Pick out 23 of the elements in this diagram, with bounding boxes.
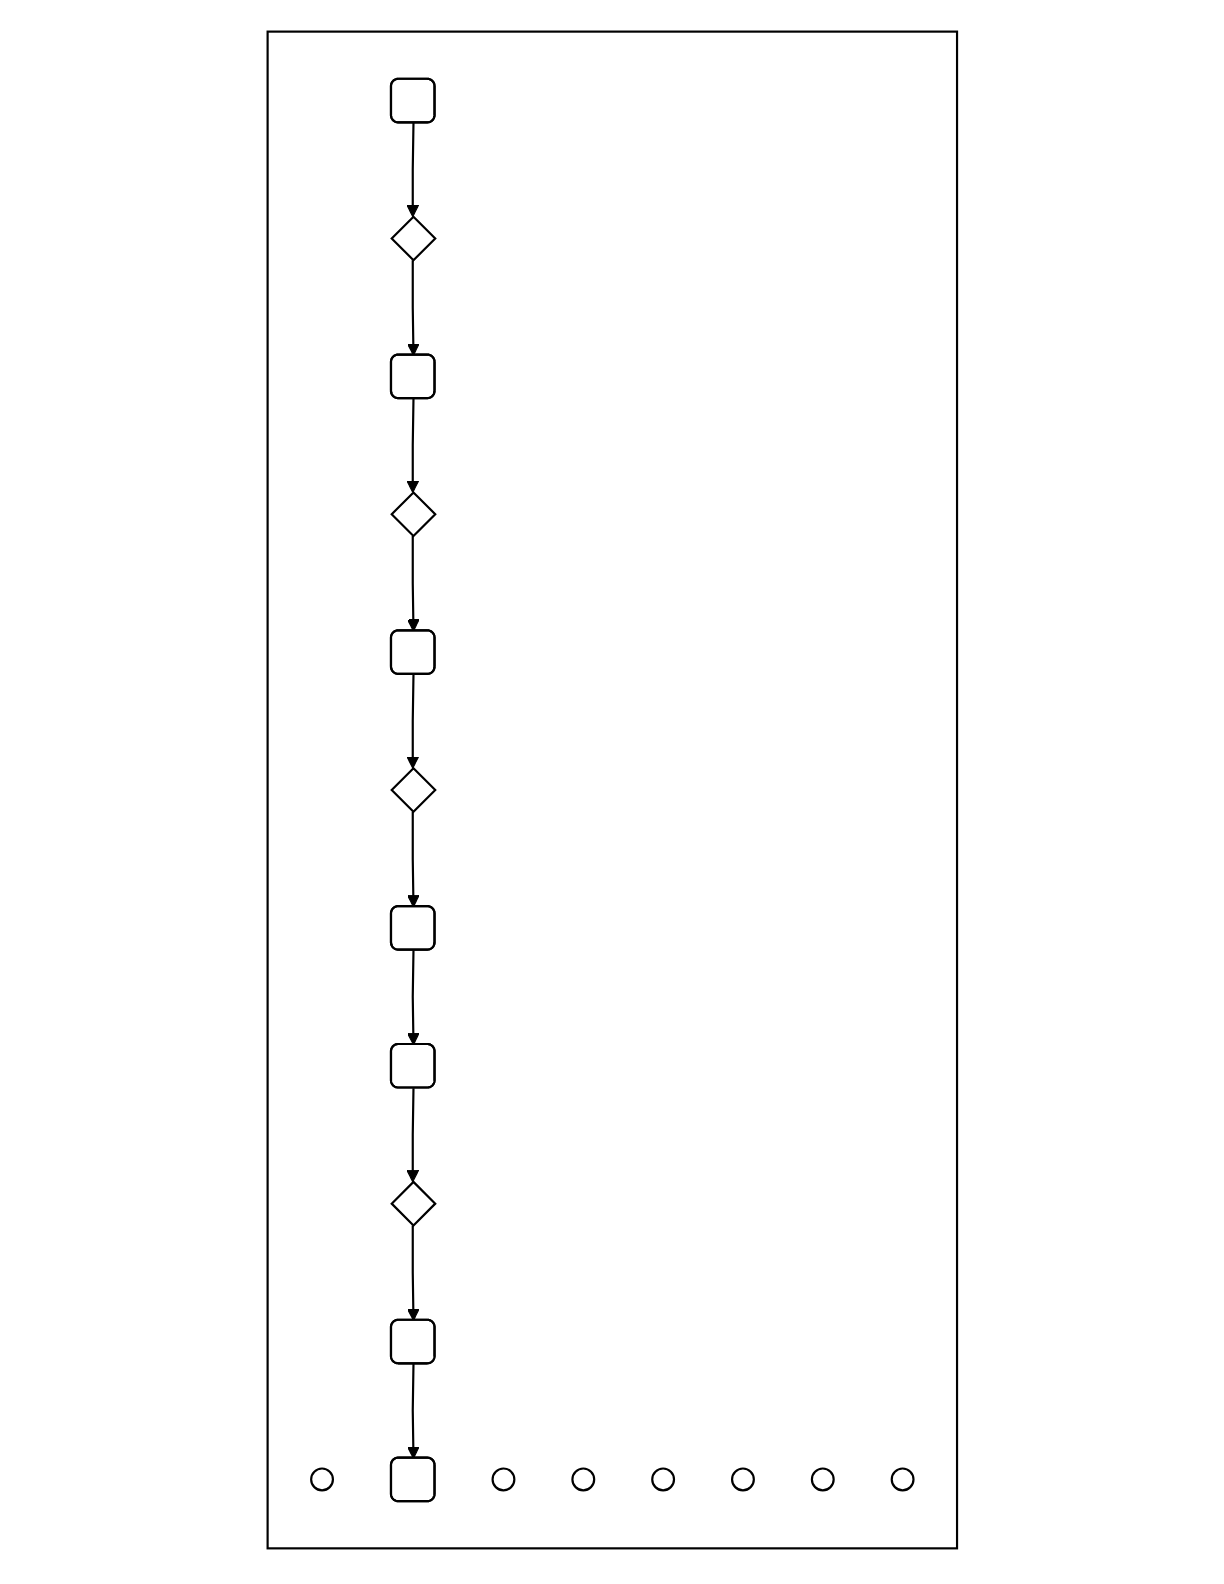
circle-node [810,1467,835,1492]
decision-diamond [389,766,437,814]
circle-node [890,1467,915,1492]
process-box [389,1456,436,1503]
circle-node [491,1467,516,1492]
process-box [389,905,436,951]
decision-diamond [389,1180,437,1227]
process-box [389,353,436,400]
circle-node [650,1467,675,1492]
frame-box [266,30,958,1550]
arrow [406,398,419,493]
circle-node [730,1467,755,1492]
arrow [406,123,419,218]
arrow [406,1088,419,1183]
circle-node [309,1467,334,1492]
process-box [389,1318,436,1365]
arrow [406,674,419,769]
process-box [389,77,436,124]
circle-node [571,1467,595,1492]
decision-diamond [389,215,437,262]
process-box [389,629,436,675]
process-box [389,1042,436,1089]
decision-diamond [389,490,437,538]
